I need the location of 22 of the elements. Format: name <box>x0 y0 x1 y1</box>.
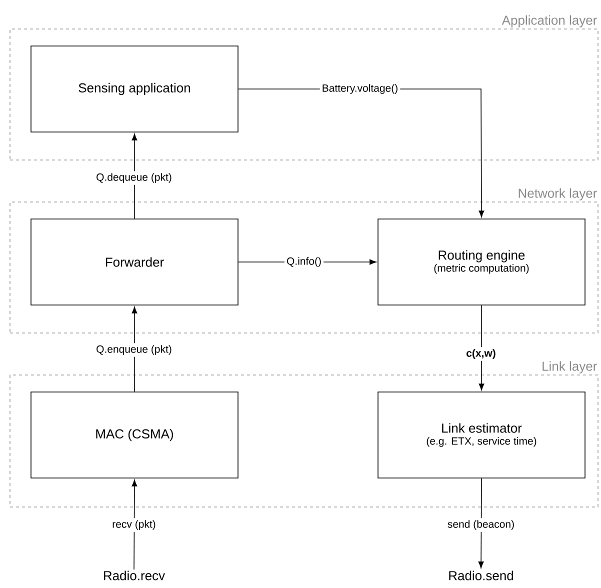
node-label: Link layer <box>542 361 597 374</box>
arrow <box>478 305 484 390</box>
node-label: Network layer <box>518 188 597 200</box>
process-box: Routing engine (metric computation) <box>378 218 586 306</box>
process-box: MAC (CSMA) <box>30 392 238 478</box>
edge-label: Battery.voltage() <box>320 82 400 96</box>
edge-label: Q.enqueue (pkt) <box>94 343 174 357</box>
edge-label: recv (pkt) <box>110 518 158 532</box>
endpoint-label: Radio.send <box>449 570 514 580</box>
arrow <box>132 480 138 570</box>
endpoint-label: Radio.recv <box>104 570 166 580</box>
edge-label: c(x,w) <box>464 347 498 361</box>
edge-label: send (beacon) <box>445 518 517 532</box>
arrow <box>478 478 484 568</box>
arrow <box>132 306 138 392</box>
edge-label: Q.info() <box>284 255 324 269</box>
arrow <box>132 134 138 219</box>
process-box: Sensing application <box>30 46 238 132</box>
edge-label: Q.dequeue (pkt) <box>94 171 174 185</box>
process-box: Forwarder <box>30 218 238 306</box>
process-box: Link estimator (e.g. ETX, service time) <box>378 392 586 478</box>
node-label: Application layer <box>502 15 597 28</box>
